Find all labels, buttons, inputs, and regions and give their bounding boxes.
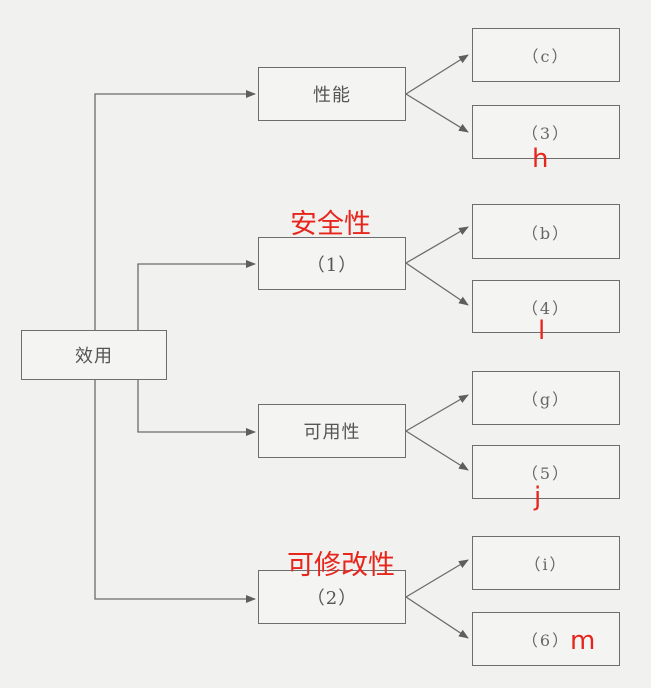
leaf-node-label: （6） bbox=[521, 631, 571, 650]
connector-root-to-branch-3 bbox=[137, 380, 256, 436]
leaf-node: （5） bbox=[472, 445, 620, 499]
connector-branch-3-leaf-2 bbox=[405, 430, 469, 471]
leaf-node: （c） bbox=[472, 28, 620, 82]
leaf-node: （3） bbox=[472, 105, 620, 159]
leaf-node: （4） bbox=[472, 280, 620, 333]
connector-branch-3-leaf-1 bbox=[405, 394, 469, 432]
connector-branch-1-leaf-1 bbox=[405, 54, 469, 95]
leaf-node: （b） bbox=[472, 204, 620, 259]
root-node: 效用 bbox=[21, 330, 167, 380]
annotation-leaf-l: l bbox=[538, 316, 546, 346]
leaf-node-label: （4） bbox=[521, 298, 571, 318]
branch-node-label: 可用性 bbox=[303, 422, 361, 443]
annotation-leaf-j: j bbox=[534, 482, 542, 512]
connector-branch-4-leaf-2 bbox=[405, 596, 469, 639]
connector-root-to-branch-1 bbox=[94, 90, 256, 330]
annotation-leaf-m: m bbox=[570, 626, 596, 656]
branch-node-blank-2: （2） bbox=[258, 570, 406, 624]
branch-node-label: （1） bbox=[306, 254, 358, 276]
leaf-node: （g） bbox=[472, 371, 620, 425]
connector-root-to-branch-4 bbox=[94, 380, 256, 603]
branch-node-performance: 性能 bbox=[258, 67, 406, 121]
annotation-security: 安全性 bbox=[290, 209, 371, 240]
leaf-node-label: （g） bbox=[521, 390, 571, 409]
leaf-node: （6） bbox=[472, 612, 620, 666]
annotation-modifiability: 可修改性 bbox=[287, 550, 395, 581]
connector-branch-1-leaf-2 bbox=[405, 93, 469, 133]
branch-node-label: 性能 bbox=[313, 85, 351, 106]
leaf-node: （i） bbox=[472, 536, 620, 590]
annotation-leaf-h: h bbox=[532, 144, 549, 174]
connector-branch-2-leaf-1 bbox=[405, 226, 469, 264]
leaf-node-label: （5） bbox=[521, 464, 571, 483]
leaf-node-label: （3） bbox=[521, 124, 571, 143]
leaf-node-label: （c） bbox=[522, 47, 570, 66]
branch-node-availability: 可用性 bbox=[258, 404, 406, 458]
leaf-node-label: （b） bbox=[521, 223, 571, 243]
leaf-node-label: （i） bbox=[524, 555, 568, 574]
branch-node-label: （2） bbox=[306, 588, 358, 609]
connector-branch-2-leaf-2 bbox=[405, 262, 469, 306]
branch-node-blank-1: （1） bbox=[258, 237, 406, 290]
connector-branch-4-leaf-1 bbox=[405, 559, 469, 598]
connector-root-to-branch-2 bbox=[137, 260, 256, 330]
root-node-label: 效用 bbox=[75, 346, 113, 367]
